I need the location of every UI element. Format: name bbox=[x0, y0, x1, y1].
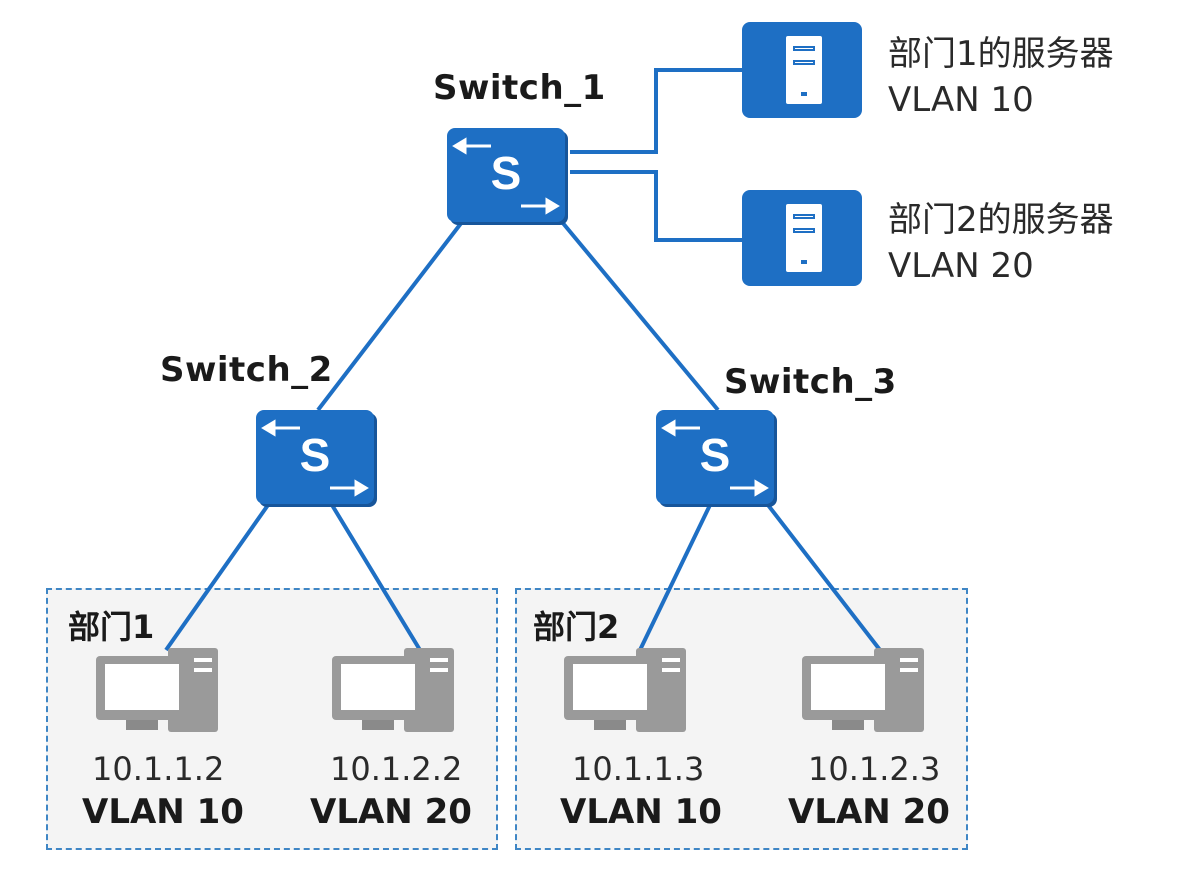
link-sw1-server1 bbox=[570, 68, 742, 154]
link-sw1-server2 bbox=[570, 170, 742, 242]
host-3-ip: 10.1.1.3 bbox=[572, 750, 705, 788]
server-1-vlan: VLAN 10 bbox=[888, 80, 1034, 120]
department-1-label: 部门1 bbox=[68, 608, 155, 646]
host-4-vlan: VLAN 20 bbox=[788, 792, 950, 832]
switch-2-label: Switch_2 bbox=[160, 350, 333, 390]
department-2-label: 部门2 bbox=[533, 608, 620, 646]
link-sw2-pc1 bbox=[164, 503, 270, 652]
link-sw3-pc4 bbox=[766, 503, 882, 652]
switch-2-glyph: S bbox=[299, 429, 331, 481]
server-1-title: 部门1的服务器 bbox=[888, 34, 1114, 74]
link-sw2-pc2 bbox=[330, 503, 422, 652]
link-sw1-sw2 bbox=[316, 220, 464, 412]
switch-3-icon: S bbox=[656, 410, 774, 504]
server-2-icon bbox=[742, 190, 862, 286]
pc-4-icon bbox=[802, 648, 926, 732]
host-1-ip: 10.1.1.2 bbox=[92, 750, 225, 788]
switch-1-icon: S bbox=[447, 128, 565, 222]
host-2-vlan: VLAN 20 bbox=[310, 792, 472, 832]
pc-2-icon bbox=[332, 648, 456, 732]
switch-arrows-icon bbox=[661, 419, 769, 497]
link-sw3-pc3 bbox=[638, 504, 712, 651]
switch-arrows-icon bbox=[452, 137, 560, 215]
switch-1-glyph: S bbox=[490, 147, 522, 199]
switch-arrows-icon bbox=[261, 419, 369, 497]
link-sw1-sw3 bbox=[560, 220, 720, 412]
host-3-vlan: VLAN 10 bbox=[560, 792, 722, 832]
server-2-vlan: VLAN 20 bbox=[888, 246, 1034, 286]
switch-1-label: Switch_1 bbox=[433, 68, 606, 108]
pc-3-icon bbox=[564, 648, 688, 732]
host-1-vlan: VLAN 10 bbox=[82, 792, 244, 832]
host-4-ip: 10.1.2.3 bbox=[808, 750, 941, 788]
server-2-title: 部门2的服务器 bbox=[888, 200, 1114, 240]
pc-1-icon bbox=[96, 648, 220, 732]
server-1-icon bbox=[742, 22, 862, 118]
switch-3-label: Switch_3 bbox=[724, 362, 897, 402]
switch-2-icon: S bbox=[256, 410, 374, 504]
switch-3-glyph: S bbox=[699, 429, 731, 481]
host-2-ip: 10.1.2.2 bbox=[330, 750, 463, 788]
